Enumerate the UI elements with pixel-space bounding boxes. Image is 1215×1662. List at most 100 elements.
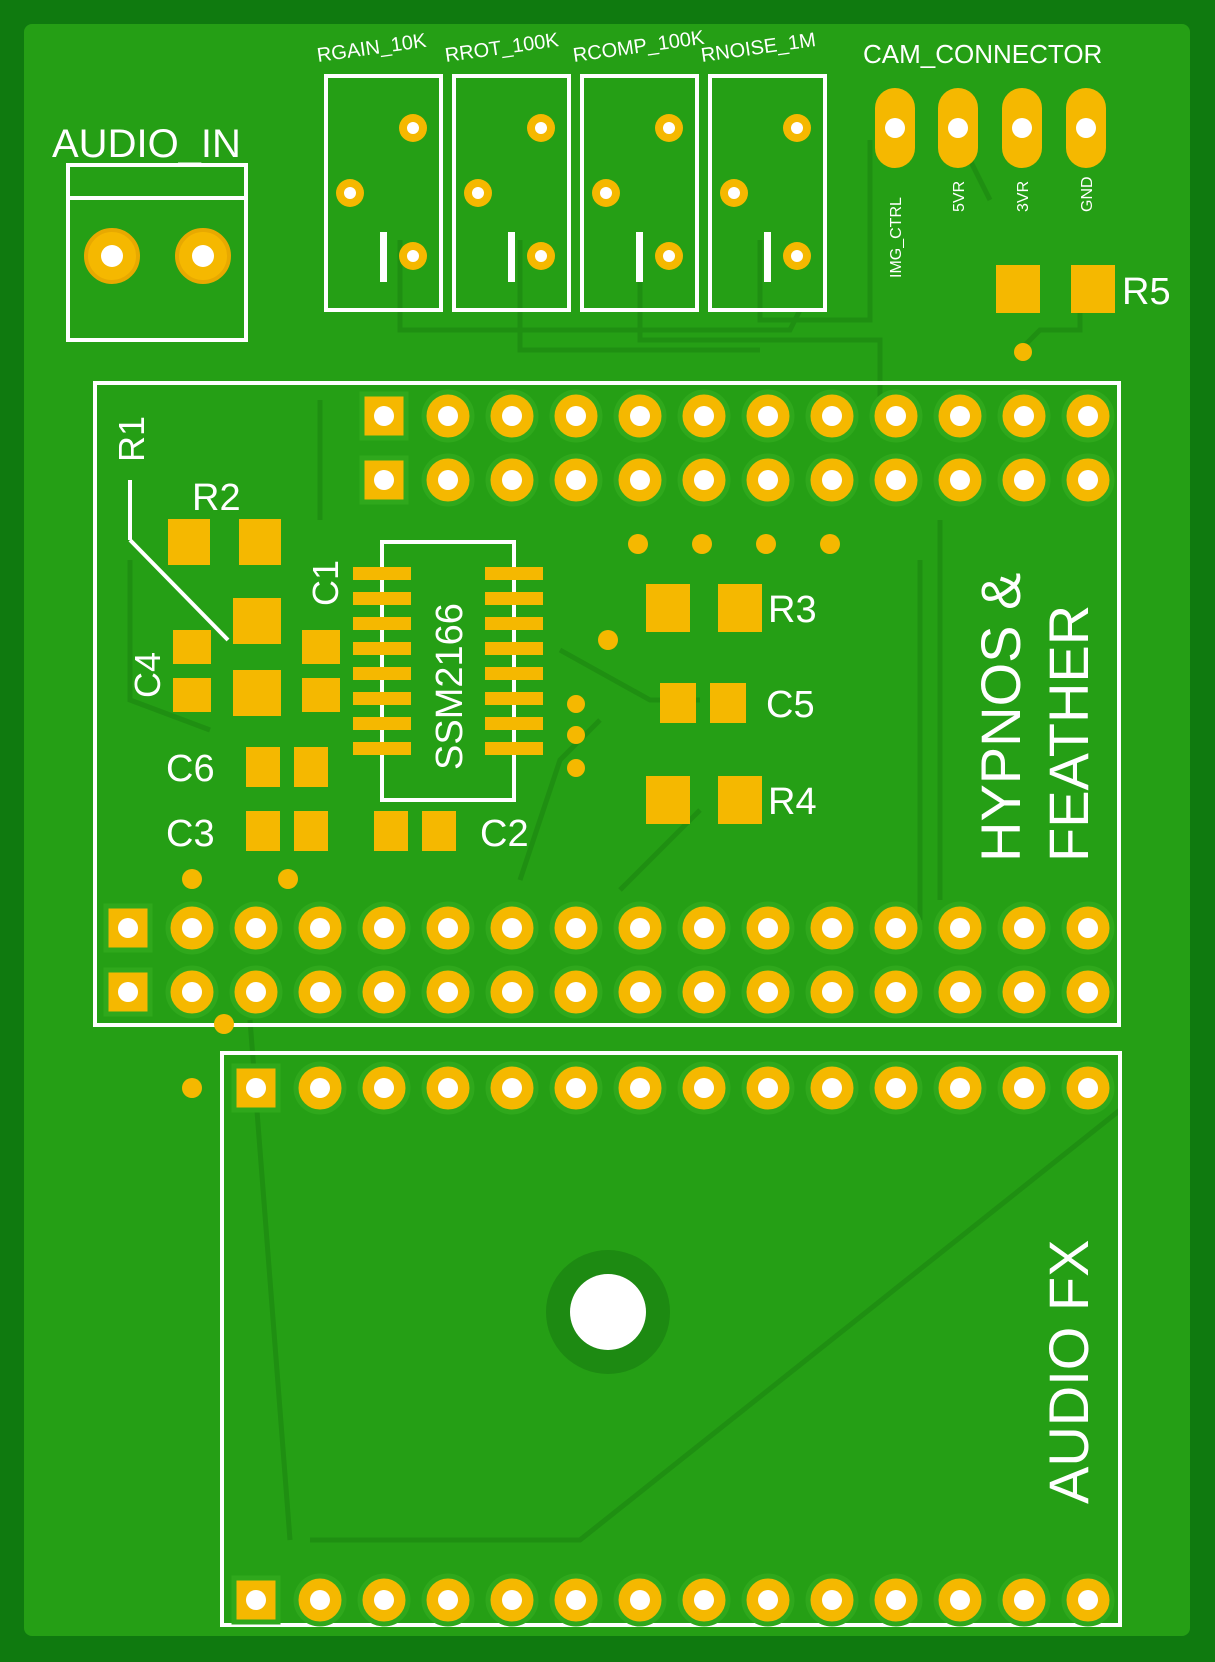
header-pin [805,453,859,507]
hypnos-feather-outline [93,381,1121,1027]
label-c3: C3 [166,813,215,855]
rcomp-outline [580,74,699,312]
header-pin [485,965,539,1019]
header-pin [677,965,731,1019]
r5-pads [996,265,1115,361]
header-pin [1061,453,1115,507]
header-pin [613,901,667,955]
header-pin [1061,389,1115,443]
label-r1: R1 [111,416,152,462]
pot-wiper-marks [380,232,771,282]
header-pin [869,965,923,1019]
header-pin [1061,1573,1115,1627]
rgain-outline [324,74,443,312]
header-pin [549,389,603,443]
header-pin [741,1573,795,1627]
header-pin [741,1061,795,1115]
label-audio-fx: AUDIO FX [1037,1240,1100,1504]
header-pin [677,1061,731,1115]
rrot-outline [452,74,571,312]
header-pin [549,1061,603,1115]
header-pin [421,1061,475,1115]
header-pin [613,965,667,1019]
header-pin [549,1573,603,1627]
header-pin [677,389,731,443]
header-pin [359,391,409,441]
header-pin [421,901,475,955]
header-pin [997,1573,1051,1627]
feather-top-row-2 [359,453,1115,507]
label-c6: C6 [166,748,215,790]
label-ssm2166: SSM2166 [429,603,471,770]
label-c4: C4 [127,652,168,698]
header-pin [357,1061,411,1115]
label-cam-connector: CAM_CONNECTOR [863,39,1102,69]
header-pin [613,453,667,507]
header-pin [869,1573,923,1627]
mounting-hole [546,1250,670,1374]
label-r5: R5 [1122,271,1171,313]
header-pin [805,901,859,955]
header-pin [549,901,603,955]
header-pin [103,903,153,953]
label-hypnos: HYPNOS & [969,573,1032,862]
header-pin [485,1573,539,1627]
cam-connector-pads [875,88,1106,168]
label-feather: FEATHER [1037,605,1100,862]
header-pin [997,901,1051,955]
audio-in-outline [66,163,248,342]
header-pin [997,389,1051,443]
header-pin [869,1061,923,1115]
header-pin [997,1061,1051,1115]
header-pin [997,965,1051,1019]
ssm2166-pins [353,567,543,755]
header-pin [421,453,475,507]
header-pin [357,965,411,1019]
header-pin [933,1573,987,1627]
header-pin [103,967,153,1017]
header-pin [933,1061,987,1115]
header-pin [165,901,219,955]
header-pin [421,965,475,1019]
label-r2: R2 [192,477,241,519]
header-pin [293,1573,347,1627]
label-c1: C1 [305,560,346,606]
label-c2: C2 [480,813,529,855]
header-pin [613,1573,667,1627]
feather-bottom-row-2 [103,965,1115,1019]
header-pin [613,389,667,443]
header-pin [677,1573,731,1627]
label-gnd: GND [1079,176,1096,212]
header-pin [1061,901,1115,955]
feather-top-row-1 [359,389,1115,443]
header-pin [485,389,539,443]
audio-fx-bottom-row [231,1573,1115,1627]
header-pin [293,901,347,955]
rnoise-outline [708,74,827,312]
header-pin [485,901,539,955]
header-pin [229,901,283,955]
header-pin [933,965,987,1019]
header-pin [613,1061,667,1115]
header-pin [805,1573,859,1627]
header-pin [293,1061,347,1115]
header-pin [485,1061,539,1115]
label-r4: R4 [768,781,817,823]
header-pin [549,453,603,507]
smd-pads [168,519,840,1098]
header-pin [359,455,409,505]
label-audio-in: AUDIO_IN [52,122,241,166]
header-pin [165,965,219,1019]
header-pin [421,1573,475,1627]
header-pin [357,1573,411,1627]
header-pin [231,1575,281,1625]
header-pin [1061,965,1115,1019]
header-pin [677,453,731,507]
feather-bottom-row-1 [103,901,1115,955]
header-pin [485,453,539,507]
header-pin [357,901,411,955]
audio-in-pads [84,228,231,284]
header-pin [741,901,795,955]
header-pin [869,901,923,955]
header-pin [421,389,475,443]
